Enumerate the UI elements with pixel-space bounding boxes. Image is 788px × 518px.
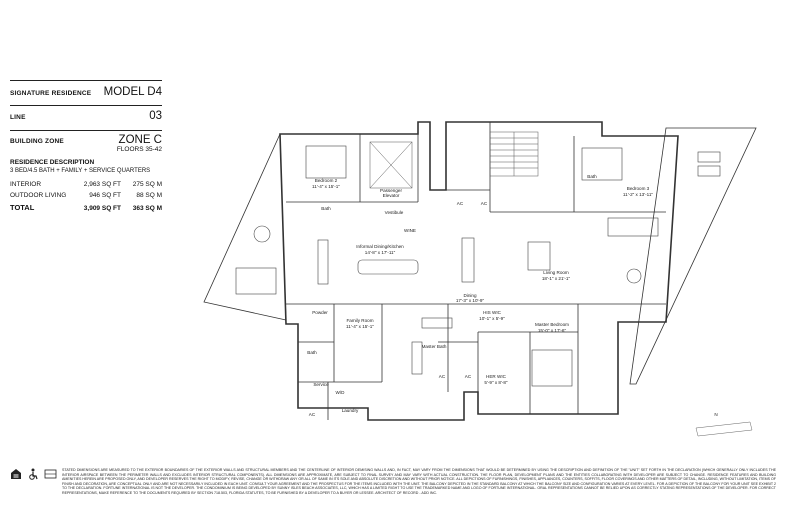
interior-row: INTERIOR 2,963 SQ FT 275 SQ M bbox=[10, 181, 162, 188]
room-bedroom-3-dim: 11'-2" x 13'-11" bbox=[623, 192, 653, 197]
balcony-table bbox=[253, 225, 271, 243]
total-label: TOTAL bbox=[10, 203, 35, 212]
line-row: LINE 03 bbox=[10, 110, 162, 122]
room-ac-2: AC bbox=[481, 201, 488, 206]
room-bedroom-2: Bedroom 2 bbox=[315, 178, 338, 183]
interior-sqft: 2,963 SQ FT bbox=[83, 181, 121, 188]
floor-plan: Bedroom 2 11'-4" x 15'-1" Passenger Elev… bbox=[203, 121, 757, 437]
room-bedroom-3: Bedroom 3 bbox=[627, 186, 650, 191]
description-text: 3 BED/4.5 BATH + FAMILY + SERVICE QUARTE… bbox=[10, 168, 151, 174]
balcony-sofa bbox=[235, 267, 277, 295]
room-dining-dim: 17'-3" x 10'-9" bbox=[456, 298, 485, 303]
room-ac-3: AC bbox=[439, 374, 446, 379]
divider bbox=[10, 130, 162, 131]
zone-row: BUILDING ZONE ZONE C bbox=[10, 134, 162, 146]
interior-label: INTERIOR bbox=[10, 181, 42, 188]
room-master-bath: Master Bath bbox=[422, 344, 447, 349]
bed-bedroom-3 bbox=[581, 147, 623, 181]
room-informal-dining-dim: 14'-8" x 17'-11" bbox=[365, 250, 396, 255]
kitchen-island bbox=[357, 259, 419, 275]
outdoor-sqm: 88 SQ M bbox=[136, 192, 162, 199]
balcony-table-east bbox=[626, 268, 642, 284]
description-title: RESIDENCE DESCRIPTION bbox=[10, 159, 95, 166]
equal-housing-icon bbox=[11, 469, 21, 479]
room-master-bedroom: Master Bedroom bbox=[535, 322, 569, 327]
line-value: 03 bbox=[149, 110, 162, 122]
zone-label: BUILDING ZONE bbox=[10, 138, 64, 145]
building-logo-icon bbox=[44, 469, 57, 479]
total-sqft: 3,909 SQ FT bbox=[83, 205, 121, 212]
sectional-sofa bbox=[607, 217, 659, 237]
dining-table-kitchen bbox=[317, 239, 329, 285]
stairs bbox=[489, 131, 539, 177]
residence-spec-panel: SIGNATURE RESIDENCE MODEL D4 LINE 03 BUI… bbox=[10, 80, 162, 212]
outdoor-sqft: 946 SQ FT bbox=[89, 192, 121, 199]
room-bath-b: Bath bbox=[587, 174, 597, 179]
room-dining: Dining bbox=[463, 293, 476, 298]
legal-disclaimer: STATED DIMENSIONS ARE MEASURED TO THE EX… bbox=[62, 468, 776, 495]
divider bbox=[10, 105, 162, 106]
room-her-wic: HER WIC bbox=[486, 374, 507, 379]
room-powder: Powder bbox=[312, 310, 328, 315]
room-wine: WINE bbox=[404, 228, 416, 233]
divider bbox=[10, 80, 162, 81]
north-arrow-label: N bbox=[714, 412, 717, 417]
room-his-wic: HIS WIC bbox=[483, 310, 502, 315]
bed-master bbox=[531, 349, 573, 387]
lounger bbox=[697, 151, 721, 163]
room-ac-1: AC bbox=[457, 201, 464, 206]
outdoor-row: OUTDOOR LIVING 946 SQ FT 88 SQ M bbox=[10, 192, 162, 199]
room-bath-c: Bath bbox=[307, 350, 317, 355]
room-vestibule: Vestibule bbox=[385, 210, 404, 215]
model-name: MODEL D4 bbox=[103, 86, 162, 98]
accessibility-icon bbox=[29, 468, 38, 480]
signature-row: SIGNATURE RESIDENCE MODEL D4 bbox=[10, 86, 162, 98]
east-balcony bbox=[629, 127, 757, 385]
elevator bbox=[369, 141, 413, 189]
room-passenger-elevator: Passenger bbox=[380, 188, 402, 193]
room-service: Service bbox=[313, 382, 329, 387]
living-sofa bbox=[527, 241, 551, 271]
room-ac-4: AC bbox=[465, 374, 472, 379]
room-his-wic-dim: 10'-1" x 5'-9" bbox=[479, 316, 505, 321]
family-sofa bbox=[411, 341, 423, 375]
bed-bedroom-2 bbox=[305, 145, 347, 179]
room-master-bedroom-dim: 15'-0" x 17'-6" bbox=[538, 328, 567, 333]
room-informal-dining: Informal Dining/Kitchen bbox=[356, 244, 404, 249]
room-ac-5: AC bbox=[309, 412, 316, 417]
room-living-dim: 18'-1" x 21'-1" bbox=[542, 276, 571, 281]
total-sqm: 363 SQ M bbox=[132, 205, 162, 212]
line-label: LINE bbox=[10, 114, 26, 121]
room-laundry: Laundry bbox=[342, 408, 359, 413]
west-balcony bbox=[203, 133, 287, 321]
room-her-wic-dim: 5'-9" x 8'-8" bbox=[484, 380, 508, 385]
room-wd: W/D bbox=[336, 390, 346, 395]
north-arrow-icon bbox=[695, 421, 753, 437]
bathtub bbox=[421, 317, 453, 329]
room-passenger-elevator-2: Elevator bbox=[383, 193, 400, 198]
signature-label: SIGNATURE RESIDENCE bbox=[10, 90, 92, 97]
lounger bbox=[697, 165, 721, 177]
room-family: Family Room bbox=[346, 318, 373, 323]
floors-value: FLOORS 35-42 bbox=[116, 146, 162, 153]
room-living: Living Room bbox=[543, 270, 569, 275]
interior-sqm: 275 SQ M bbox=[132, 181, 162, 188]
room-family-dim: 11'-4" x 15'-1" bbox=[346, 324, 374, 329]
room-bath-a: Bath bbox=[321, 206, 331, 211]
zone-value: ZONE C bbox=[118, 134, 162, 146]
outdoor-label: OUTDOOR LIVING bbox=[10, 192, 67, 199]
total-row: TOTAL 3,909 SQ FT 363 SQ M bbox=[10, 203, 162, 212]
floors-row: FLOORS 35-42 bbox=[10, 146, 162, 153]
building-outline bbox=[279, 121, 679, 421]
dining-table bbox=[461, 237, 475, 283]
room-bedroom-2-dim: 11'-4" x 15'-1" bbox=[312, 184, 340, 189]
